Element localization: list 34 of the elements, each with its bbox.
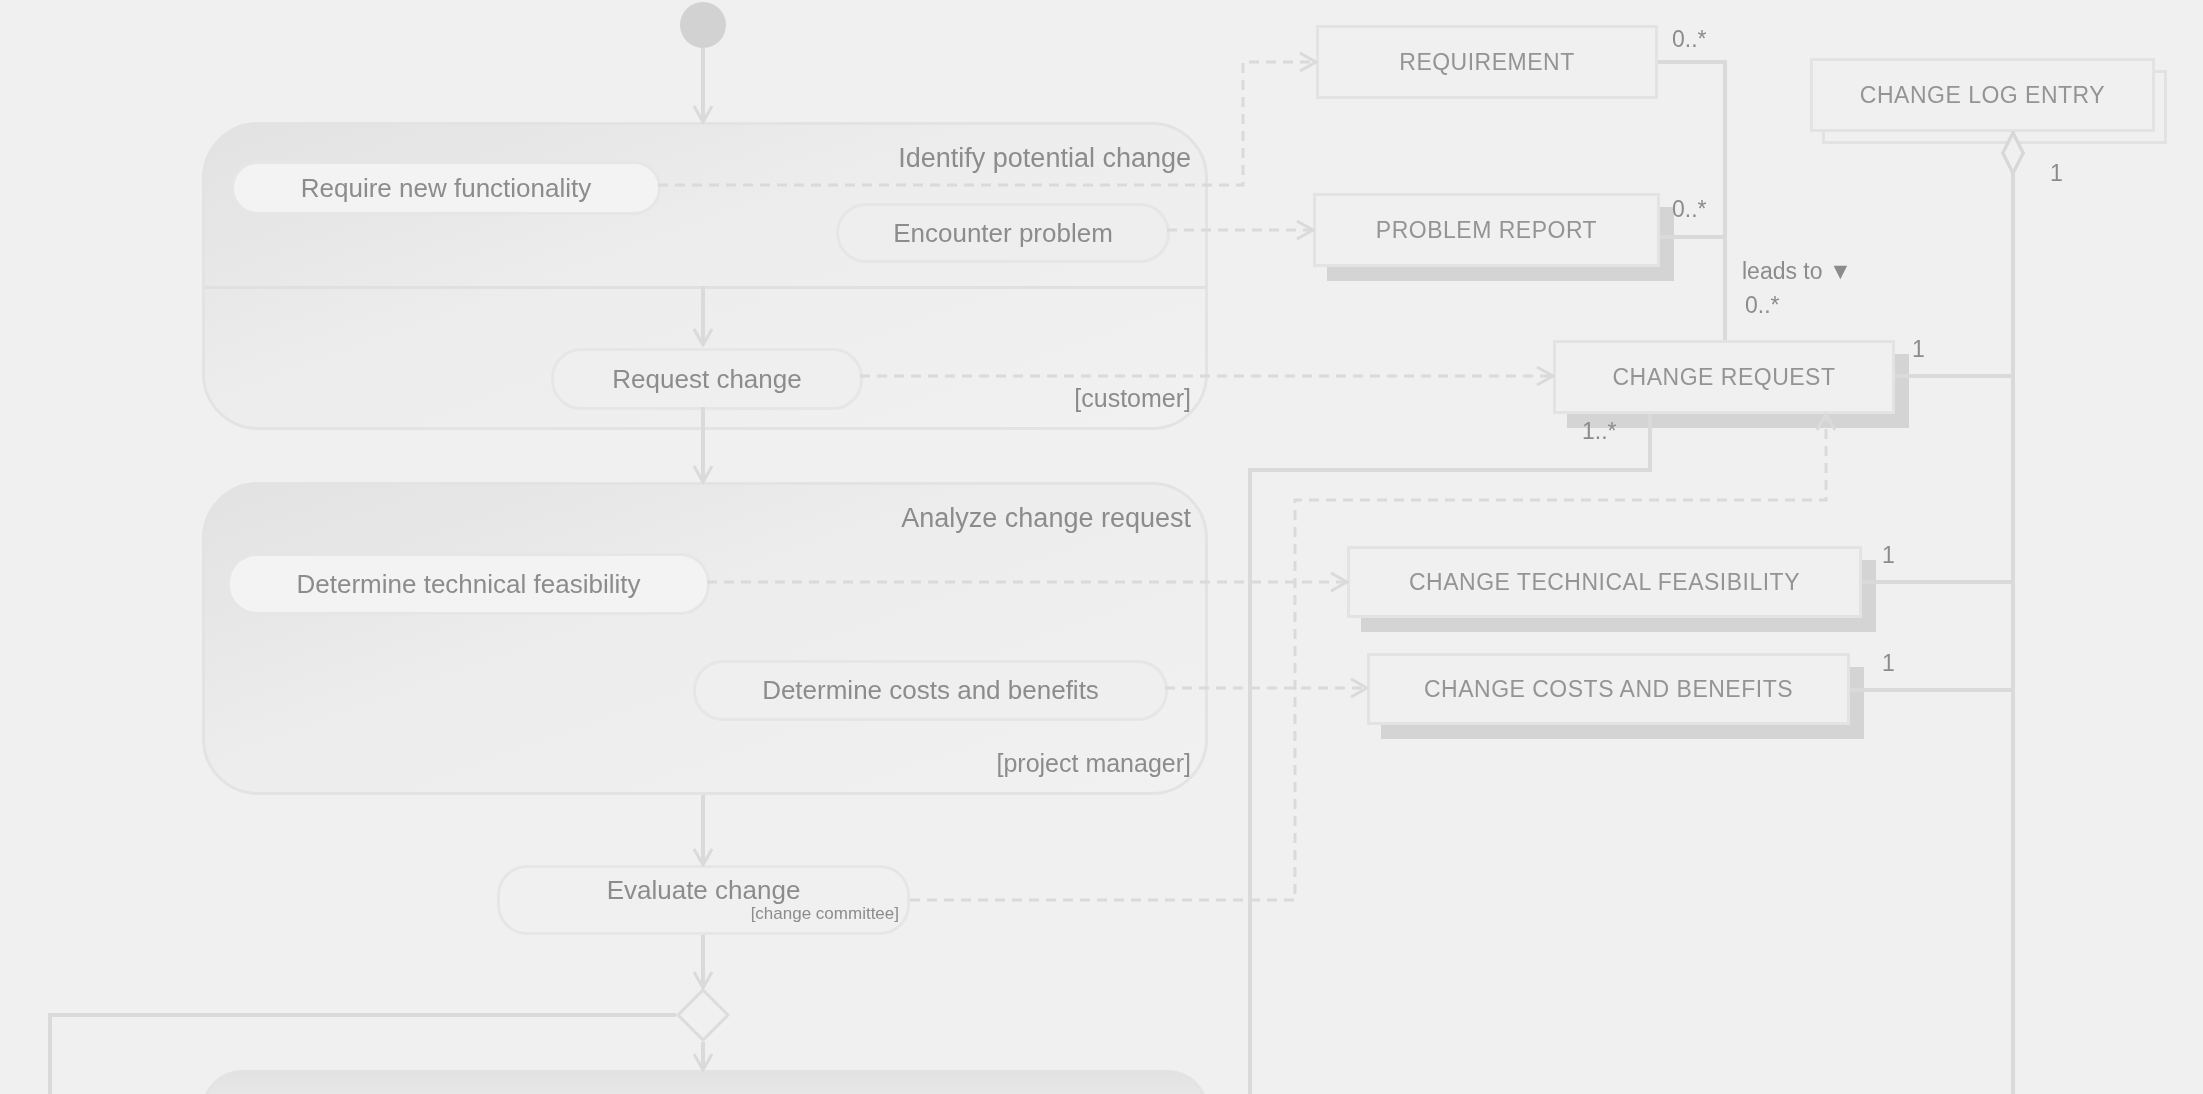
action-label: Encounter problem (893, 218, 1113, 248)
group-title: Identify potential change (898, 143, 1191, 174)
multiplicity-label: 0..* (1745, 292, 1780, 319)
group-title: Analyze change request (901, 503, 1191, 534)
multiplicity-label: 1..* (1582, 418, 1617, 445)
object-name: CHANGE REQUEST (1612, 363, 1836, 391)
action-group-box (202, 122, 1208, 430)
object-name: CHANGE LOG ENTRY (1859, 81, 2106, 109)
action-label: Determine technical feasibility (296, 569, 641, 599)
role-label: [customer] (1074, 384, 1191, 413)
multiplicity-label: 1 (2050, 160, 2063, 187)
multiplicity-label: 1 (1882, 542, 1895, 569)
multiplicity-label: leads to ▼ (1742, 258, 1852, 285)
object-name: CHANGE TECHNICAL FEASIBILITY (1409, 568, 1800, 596)
multiplicity-label: 1 (1882, 650, 1895, 677)
action-label: Determine costs and benefits (762, 676, 1099, 705)
dependency-arrow (910, 412, 1837, 902)
role-label: [project manager] (996, 749, 1191, 778)
multiplicity-label: 1 (1912, 336, 1925, 363)
initial-node (680, 2, 726, 48)
object-name: CHANGE COSTS AND BENEFITS (1423, 675, 1794, 703)
role-label: [change committee] (750, 904, 899, 925)
object-name: REQUIREMENT (1399, 48, 1575, 76)
dependency-arrow (658, 51, 1318, 187)
dependency-arrow (707, 571, 1349, 593)
flow-arrow (692, 48, 714, 124)
multiplicity-label: 0..* (1672, 196, 1707, 223)
multiplicity-label: 0..* (1672, 26, 1707, 53)
action-label: Request change (612, 364, 802, 394)
action-label: Evaluate change (606, 875, 801, 905)
object-name: PROBLEM REPORT (1375, 216, 1598, 244)
action-label: Require new functionality (300, 173, 592, 203)
action-group-box (202, 482, 1208, 795)
association-line (1248, 414, 1652, 1094)
